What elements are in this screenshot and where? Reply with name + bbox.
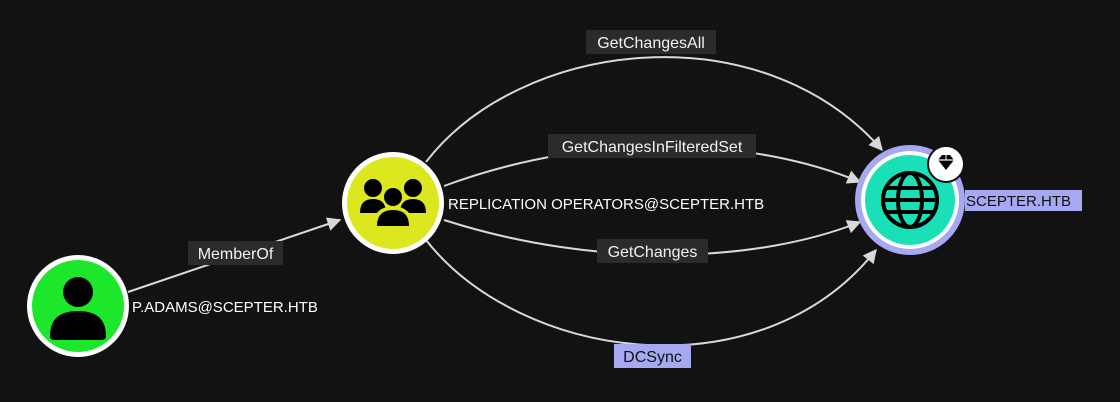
node-group-label: REPLICATION OPERATORS@SCEPTER.HTB: [448, 196, 764, 213]
edge-get-changes-all[interactable]: [425, 56, 883, 163]
edge-label-member-of[interactable]: MemberOf: [188, 241, 283, 265]
node-group[interactable]: REPLICATION OPERATORS@SCEPTER.HTB: [342, 152, 764, 254]
edge-label-get-changes-all[interactable]: GetChangesAll: [586, 30, 716, 54]
node-domain[interactable]: SCEPTER.HTB: [855, 145, 1082, 255]
edge-label-get-changes-in-filtered-set[interactable]: GetChangesInFilteredSet: [548, 134, 756, 158]
edge-label-get-changes-all-text: GetChangesAll: [597, 35, 705, 52]
user-icon: [50, 277, 106, 340]
edge-label-get-changes-in-filtered-set-text: GetChangesInFilteredSet: [562, 139, 743, 156]
edge-label-dcsync-text: DCSync: [623, 349, 682, 366]
node-user-label: P.ADAMS@SCEPTER.HTB: [132, 299, 318, 316]
node-domain-label-highlight: [965, 190, 1082, 211]
edge-label-get-changes[interactable]: GetChanges: [597, 239, 708, 263]
node-domain-label: SCEPTER.HTB: [966, 193, 1071, 210]
edge-label-get-changes-text: GetChanges: [608, 244, 698, 261]
edge-label-member-of-text: MemberOf: [198, 246, 274, 263]
edge-label-dcsync[interactable]: DCSync: [614, 344, 691, 368]
node-user[interactable]: P.ADAMS@SCEPTER.HTB: [27, 255, 318, 357]
group-icon: [360, 179, 426, 228]
globe-icon: [881, 171, 939, 229]
edge-get-changes-all-line[interactable]: [425, 56, 883, 163]
gem-icon: [927, 145, 965, 183]
